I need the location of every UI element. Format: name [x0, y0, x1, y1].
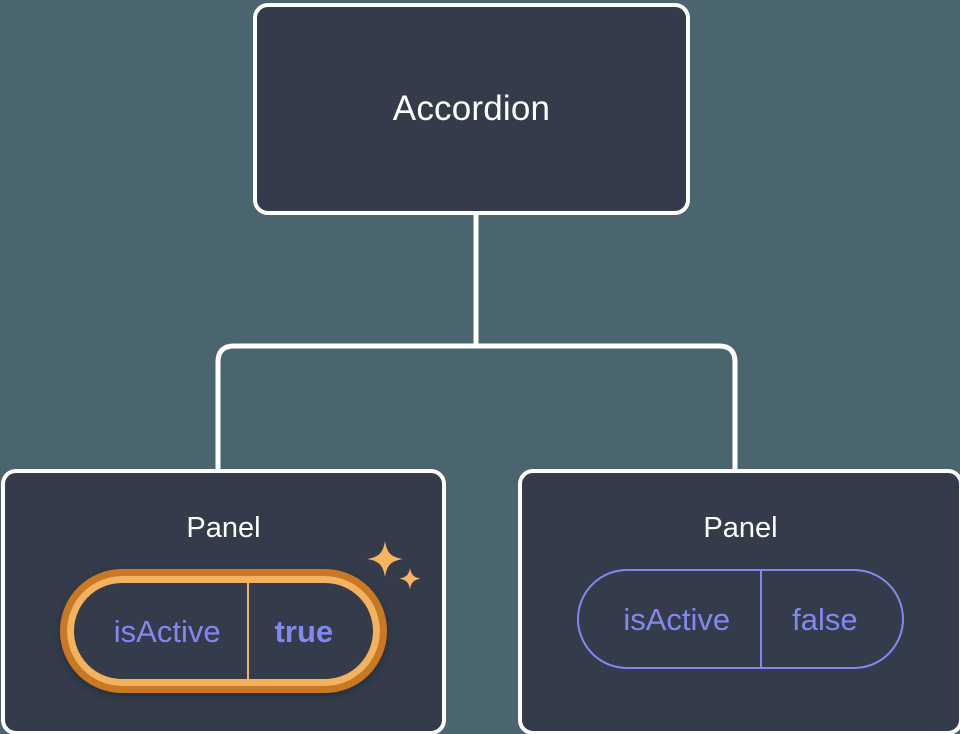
node-title: Accordion [392, 89, 551, 128]
sparkle-large-icon [367, 541, 404, 577]
prop-pill-highlight-ring: isActive true [59, 569, 388, 693]
prop-pill-isactive-false[interactable]: isActive false [577, 569, 904, 669]
prop-key: isActive [113, 613, 221, 649]
node-title: Panel [703, 512, 778, 544]
prop-pill-isactive-true[interactable]: isActive true [66, 576, 381, 686]
prop-pill-wrap: isActive false [577, 569, 904, 669]
connector-branch [215, 343, 738, 472]
prop-value: true [246, 583, 374, 679]
tree-node-panel-active[interactable]: Panel isActive true [1, 469, 446, 734]
sparkle-small-icon [399, 568, 421, 590]
prop-pill-highlighted-wrap: isActive true [59, 541, 421, 693]
prop-key: isActive [623, 601, 731, 637]
prop-value: false [760, 571, 901, 667]
tree-node-panel-inactive[interactable]: Panel isActive false [518, 469, 960, 734]
node-title: Panel [186, 512, 261, 544]
tree-node-accordion[interactable]: Accordion [253, 3, 690, 215]
